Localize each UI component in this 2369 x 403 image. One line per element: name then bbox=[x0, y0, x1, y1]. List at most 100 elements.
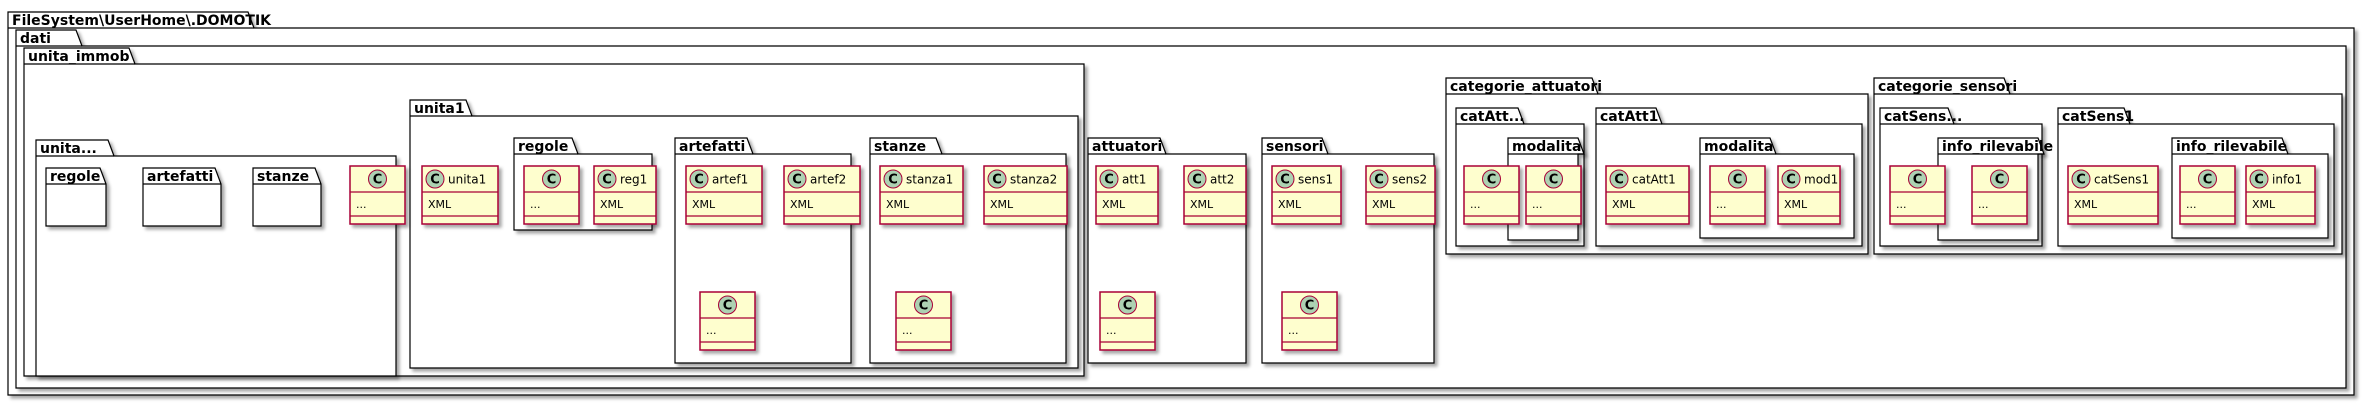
class-name: artef1 bbox=[712, 173, 748, 187]
class-marker: C bbox=[1614, 173, 1624, 188]
class-icon bbox=[1275, 169, 1295, 189]
package-label: attuatori bbox=[1092, 139, 1162, 155]
class-marker: C bbox=[1913, 173, 1923, 188]
class-attuatori-ellipsis: C... bbox=[1099, 291, 1156, 351]
class-unita-ellipsis: C... bbox=[349, 165, 406, 225]
class-artefatti-ellipsis: C... bbox=[699, 291, 756, 351]
package-label: unita_immob bbox=[28, 49, 130, 65]
class-icon bbox=[2071, 169, 2091, 189]
class-name: unita1 bbox=[448, 173, 486, 187]
package-artefatti-a: artefatti bbox=[142, 167, 222, 227]
class-marker: C bbox=[2076, 173, 2086, 188]
class-icon bbox=[1609, 169, 1629, 189]
package-label: artefatti bbox=[679, 139, 745, 155]
class-icon bbox=[1099, 169, 1119, 189]
class-marker: C bbox=[1192, 173, 1202, 188]
package-label: info_rilevabile bbox=[1942, 139, 2053, 155]
class-marker: C bbox=[373, 173, 383, 188]
class-marker: C bbox=[1549, 173, 1559, 188]
package-label: regole bbox=[50, 169, 100, 185]
class-marker: C bbox=[992, 173, 1002, 188]
class-info-a-ellipsis: C... bbox=[1971, 165, 2028, 225]
package-label: catAtt... bbox=[1460, 109, 1525, 125]
class-icon bbox=[1482, 169, 1501, 189]
class-icon bbox=[883, 169, 903, 189]
class-detail: ... bbox=[1288, 324, 1299, 337]
class-detail: XML bbox=[1612, 198, 1636, 211]
class-icon bbox=[542, 169, 561, 189]
class-detail: ... bbox=[1470, 198, 1481, 211]
class-detail: XML bbox=[2074, 198, 2098, 211]
package-label: dati bbox=[20, 31, 51, 47]
class-marker: C bbox=[1487, 173, 1497, 188]
class-icon bbox=[1908, 169, 1927, 189]
class-marker: C bbox=[430, 173, 440, 188]
class-marker: C bbox=[1374, 173, 1384, 188]
class-icon bbox=[425, 169, 445, 189]
class-detail: XML bbox=[1784, 198, 1808, 211]
class-icon bbox=[1728, 169, 1747, 189]
package-stanze-a: stanze bbox=[252, 167, 322, 227]
package-label: unita1 bbox=[414, 101, 465, 117]
class-marker: C bbox=[2254, 173, 2264, 188]
package-label: regole bbox=[518, 139, 568, 155]
package-regole-a: regole bbox=[45, 167, 107, 227]
class-icon bbox=[597, 169, 617, 189]
class-detail: ... bbox=[902, 324, 913, 337]
package-label: modalita bbox=[1512, 139, 1581, 155]
class-marker: C bbox=[1104, 173, 1114, 188]
class-detail: ... bbox=[1106, 324, 1117, 337]
class-modalita-a-ellipsis: C... bbox=[1525, 165, 1582, 225]
class-modalita-b-ellipsis: C... bbox=[1709, 165, 1766, 225]
class-detail: ... bbox=[530, 198, 541, 211]
class-name: catSens1 bbox=[2094, 173, 2149, 187]
class-name: sens2 bbox=[1392, 173, 1427, 187]
class-icon bbox=[689, 169, 709, 189]
class-detail: XML bbox=[1278, 198, 1302, 211]
class-icon bbox=[914, 295, 933, 315]
class-marker: C bbox=[1733, 173, 1743, 188]
class-sensori-ellipsis: C... bbox=[1281, 291, 1338, 351]
class-name: stanza2 bbox=[1010, 173, 1057, 187]
class-marker: C bbox=[792, 173, 802, 188]
class-detail: XML bbox=[692, 198, 716, 211]
package-label: categorie_sensori bbox=[1878, 79, 2017, 95]
package-label: stanze bbox=[257, 169, 309, 185]
class-regole-ellipsis: C... bbox=[523, 165, 580, 225]
class-catsens-ellipsis: C... bbox=[1889, 165, 1946, 225]
package-label: artefatti bbox=[147, 169, 213, 185]
package-label: FileSystem\UserHome\.DOMOTIK bbox=[12, 13, 272, 29]
class-icon bbox=[1990, 169, 2009, 189]
class-detail: XML bbox=[790, 198, 814, 211]
class-icon bbox=[1300, 295, 1319, 315]
class-name: att1 bbox=[1122, 173, 1146, 187]
class-catatt-ellipsis: C... bbox=[1463, 165, 1520, 225]
class-detail: ... bbox=[2186, 198, 2197, 211]
package-label: catAtt1 bbox=[1600, 109, 1658, 125]
package-label: catSens... bbox=[1884, 109, 1962, 125]
class-icon bbox=[787, 169, 807, 189]
class-marker: C bbox=[2203, 173, 2213, 188]
class-detail: XML bbox=[886, 198, 910, 211]
class-icon bbox=[718, 295, 737, 315]
class-stanze-ellipsis: C... bbox=[895, 291, 952, 351]
class-detail: XML bbox=[1372, 198, 1396, 211]
class-icon bbox=[987, 169, 1007, 189]
package-label: info_rilevabile bbox=[2176, 139, 2287, 155]
class-detail: XML bbox=[1190, 198, 1214, 211]
class-icon bbox=[1781, 169, 1801, 189]
package-label: catSens1 bbox=[2062, 109, 2134, 125]
class-marker: C bbox=[694, 173, 704, 188]
